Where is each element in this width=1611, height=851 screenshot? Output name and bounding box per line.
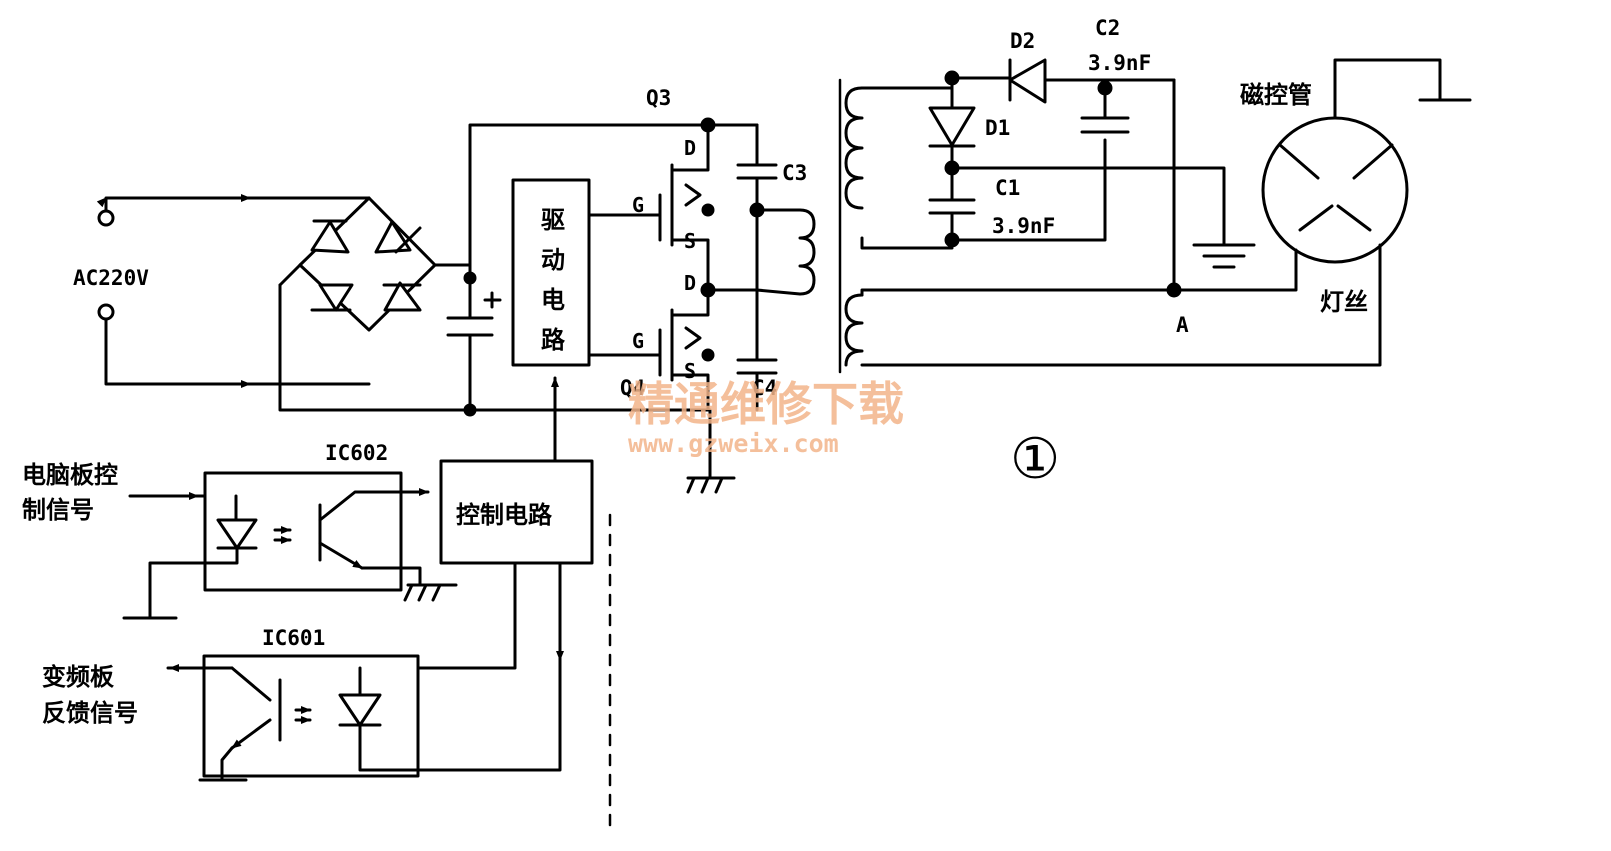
drive-circuit-char-2: 动 [541, 246, 565, 274]
drive-circuit-char-3: 电 [541, 286, 565, 314]
transformer [838, 78, 1382, 374]
ground-symbol [1192, 243, 1256, 269]
c2-value-label: 3.9nF [1088, 51, 1151, 75]
drive-circuit-char-4: 路 [541, 326, 566, 354]
ic602-optocoupler [122, 471, 458, 620]
ic601-optocoupler [166, 654, 420, 782]
d2-label: D2 [1010, 29, 1035, 53]
drive-circuit-box [511, 178, 591, 367]
inverter-feedback-line1: 变频板 [42, 663, 115, 691]
watermark-title: 精通维修下载 [628, 377, 904, 431]
q3-mosfet [587, 117, 716, 292]
ic602-label: IC602 [325, 441, 388, 465]
c4-label: C4 [752, 376, 777, 400]
q3-gate-label: G [632, 193, 644, 217]
figure-number: ① [1010, 427, 1060, 492]
q4-drain-label: D [684, 271, 696, 295]
ac-terminal-top [97, 209, 115, 227]
q4-source-label: S [684, 359, 696, 383]
q3-source-label: S [684, 229, 696, 253]
c1-label: C1 [995, 176, 1020, 200]
ac-terminal-bottom [97, 303, 115, 321]
switch-ground [686, 476, 736, 494]
c3-label: C3 [782, 161, 807, 185]
watermark-url: www.gzweix.com [628, 429, 839, 458]
c1-value-label: 3.9nF [992, 214, 1055, 238]
q3-drain-label: D [684, 136, 696, 160]
inverter-feedback-line2: 反馈信号 [42, 699, 138, 727]
q4-label: Q4 [620, 376, 645, 400]
d1-label: D1 [985, 116, 1010, 140]
magnetron-symbol [1172, 58, 1472, 292]
ic601-label: IC601 [262, 626, 325, 650]
resonant-tank [706, 123, 816, 412]
dc-bus [446, 123, 759, 480]
hv-doubler [928, 58, 1226, 298]
c2-label: C2 [1095, 16, 1120, 40]
q3-label: Q3 [646, 86, 671, 110]
ac-input-label: AC220V [73, 266, 149, 290]
drive-circuit-char-1: 驱 [541, 206, 565, 234]
control-circuit-label: 控制电路 [456, 501, 553, 529]
magnetron-label: 磁控管 [1240, 81, 1312, 109]
node-a-label: A [1176, 313, 1189, 337]
pc-signal-line1: 电脑板控 [22, 461, 118, 489]
bridge-rectifier [278, 196, 602, 412]
q4-gate-label: G [632, 329, 644, 353]
filament-label: 灯丝 [1320, 288, 1368, 316]
pc-signal-line2: 制信号 [22, 496, 94, 524]
